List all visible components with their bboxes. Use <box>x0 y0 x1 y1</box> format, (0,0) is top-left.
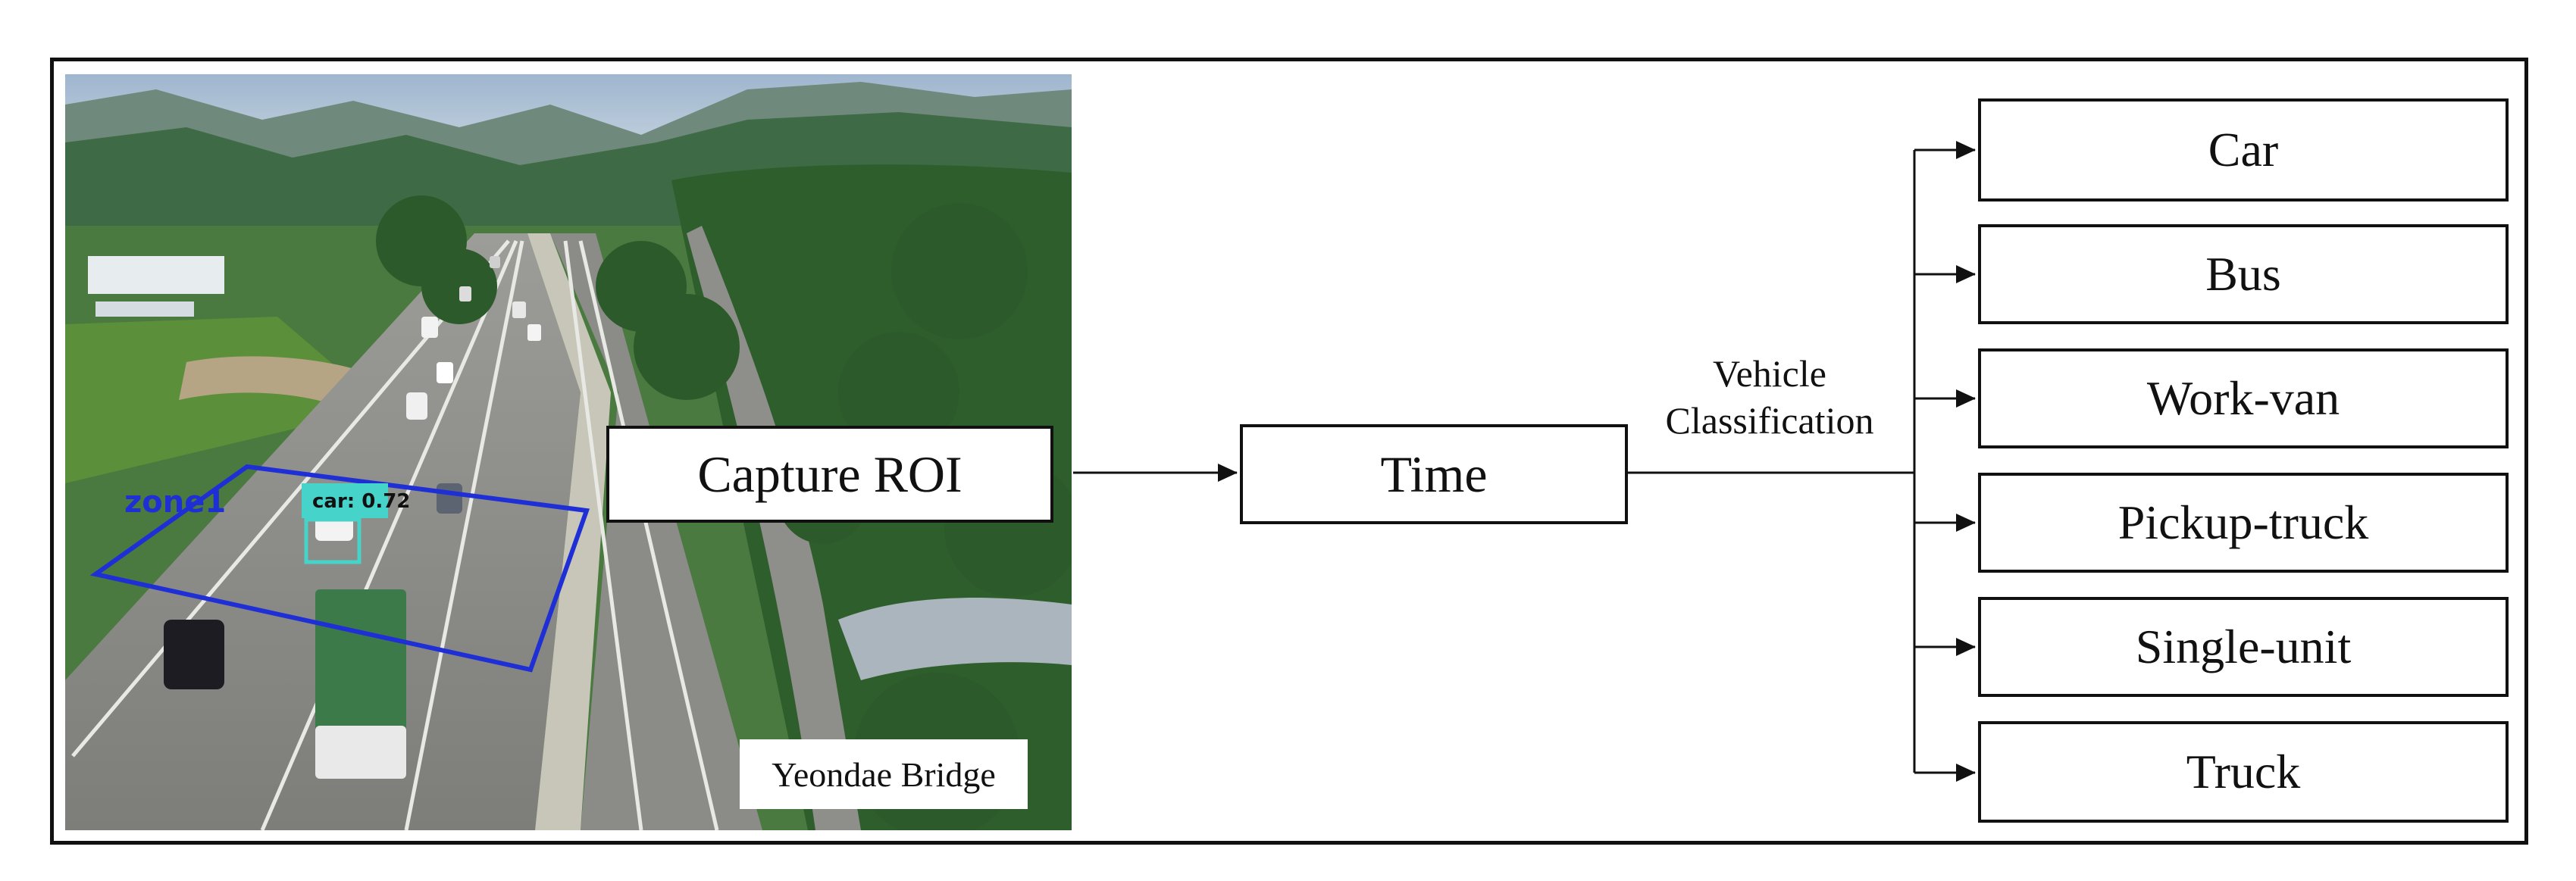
zone-label: zone1 <box>124 485 226 520</box>
edge-label-line1: Vehicle <box>1713 352 1826 395</box>
class-label: Single-unit <box>2135 620 2352 673</box>
vehicle-classification-label: Vehicle Classification <box>1629 350 1910 444</box>
class-label: Truck <box>2186 745 2301 798</box>
class-label: Work-van <box>2146 371 2340 425</box>
location-caption-text: Yeondae Bridge <box>772 754 996 794</box>
class-box-work-van: Work-van <box>1978 348 2509 448</box>
class-label: Car <box>2208 123 2279 177</box>
location-caption: Yeondae Bridge <box>740 739 1028 809</box>
class-box-bus: Bus <box>1978 224 2509 324</box>
class-box-pickup-truck: Pickup-truck <box>1978 473 2509 573</box>
edge-label-line2: Classification <box>1665 399 1874 442</box>
capture-roi-label: Capture ROI <box>697 445 962 503</box>
class-box-single-unit: Single-unit <box>1978 597 2509 697</box>
class-label: Bus <box>2205 247 2281 301</box>
detection-label: car: 0.72 <box>312 490 410 513</box>
class-box-car: Car <box>1978 98 2509 202</box>
time-label: Time <box>1380 445 1488 503</box>
time-box: Time <box>1240 424 1628 524</box>
highway-photo: zone1 car: 0.72 <box>65 74 1072 830</box>
class-box-truck: Truck <box>1978 721 2509 823</box>
capture-roi-box: Capture ROI <box>606 426 1053 523</box>
class-label: Pickup-truck <box>2117 495 2369 549</box>
